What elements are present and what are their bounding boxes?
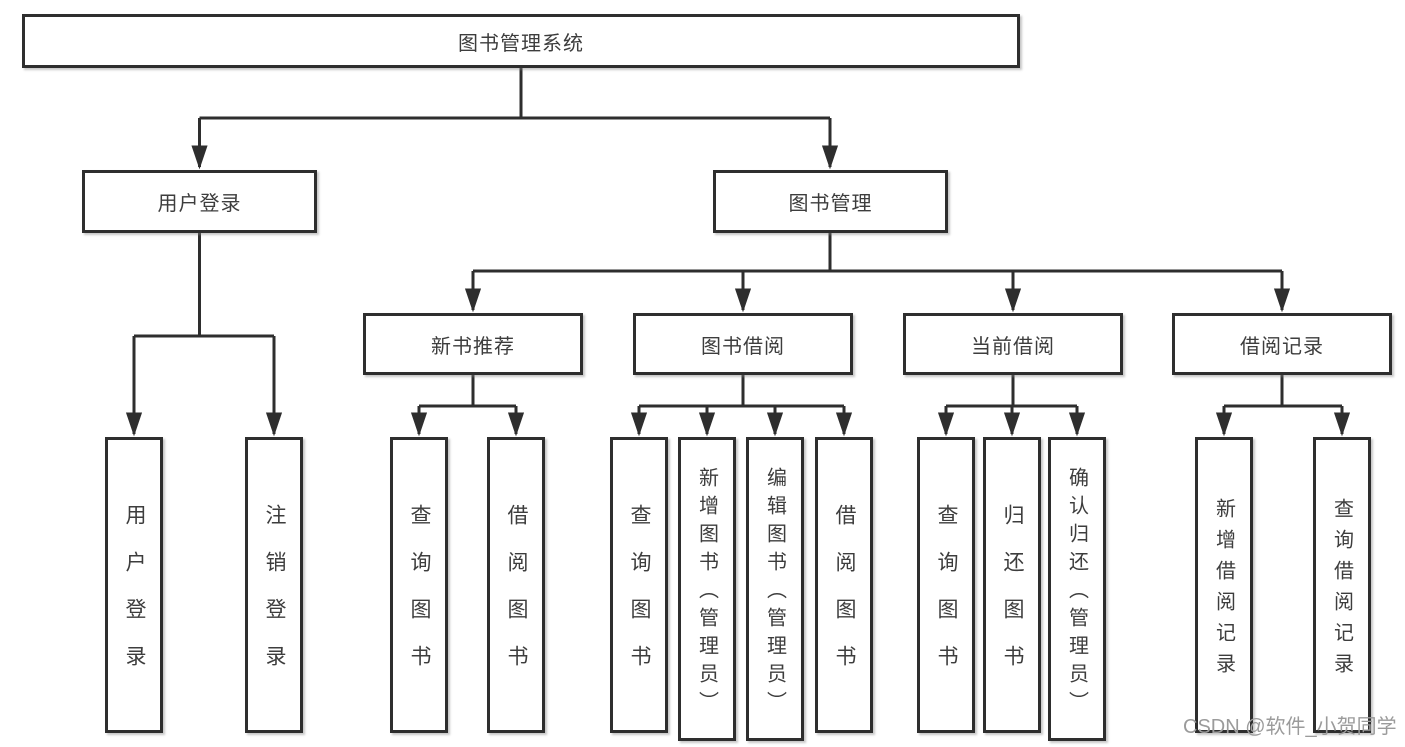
leaf-newrec-borrow-books: 借阅图书 (487, 437, 545, 733)
leaf-current-query-books: 查询图书 (917, 437, 975, 733)
leaf-add-books-admin: 新增图书（管理员） (678, 437, 736, 741)
node-book-management: 图书管理 (713, 170, 948, 233)
leaf-confirm-return-admin-label: 确认归还（管理员） (1065, 467, 1088, 719)
leaf-current-query-books-label: 查询图书 (935, 504, 958, 692)
node-root-system: 图书管理系统 (22, 14, 1020, 68)
leaf-confirm-return-admin: 确认归还（管理员） (1048, 437, 1106, 741)
node-new-book-recommend: 新书推荐 (363, 313, 583, 375)
leaf-edit-books-admin: 编辑图书（管理员） (746, 437, 804, 741)
leaf-newrec-query-books: 查询图书 (390, 437, 448, 733)
leaf-add-borrow-record: 新增借阅记录 (1195, 437, 1253, 733)
leaf-borrow-query-books: 查询图书 (610, 437, 668, 733)
node-borrow-records-label: 借阅记录 (1240, 335, 1324, 358)
leaf-user-login: 用户登录 (105, 437, 163, 733)
leaf-logout: 注销登录 (245, 437, 303, 733)
leaf-query-borrow-record: 查询借阅记录 (1313, 437, 1371, 733)
leaf-add-books-admin-label: 新增图书（管理员） (695, 467, 718, 719)
leaf-query-borrow-record-label: 查询借阅记录 (1330, 497, 1353, 684)
node-book-borrow: 图书借阅 (633, 313, 853, 375)
leaf-return-books-label: 归还图书 (1001, 504, 1024, 692)
leaf-return-books: 归还图书 (983, 437, 1041, 733)
node-borrow-records: 借阅记录 (1172, 313, 1392, 375)
leaf-newrec-borrow-books-label: 借阅图书 (505, 504, 528, 692)
node-current-borrow-label: 当前借阅 (971, 335, 1055, 358)
leaf-newrec-query-books-label: 查询图书 (408, 504, 431, 692)
node-new-book-recommend-label: 新书推荐 (431, 335, 515, 358)
leaf-logout-label: 注销登录 (263, 504, 286, 692)
leaf-user-login-label: 用户登录 (123, 504, 146, 692)
leaf-borrow-borrow-books-label: 借阅图书 (833, 504, 856, 692)
node-book-borrow-label: 图书借阅 (701, 335, 785, 358)
csdn-watermark: CSDN @软件_小贺同学 (1183, 716, 1397, 738)
leaf-borrow-borrow-books: 借阅图书 (815, 437, 873, 733)
leaf-edit-books-admin-label: 编辑图书（管理员） (763, 467, 786, 719)
node-user-login: 用户登录 (82, 170, 317, 233)
node-root-system-label: 图书管理系统 (458, 32, 584, 55)
node-book-management-label: 图书管理 (788, 193, 873, 215)
node-user-login-label: 用户登录 (157, 193, 242, 215)
node-current-borrow: 当前借阅 (903, 313, 1123, 375)
leaf-add-borrow-record-label: 新增借阅记录 (1212, 497, 1235, 684)
leaf-borrow-query-books-label: 查询图书 (628, 504, 651, 692)
